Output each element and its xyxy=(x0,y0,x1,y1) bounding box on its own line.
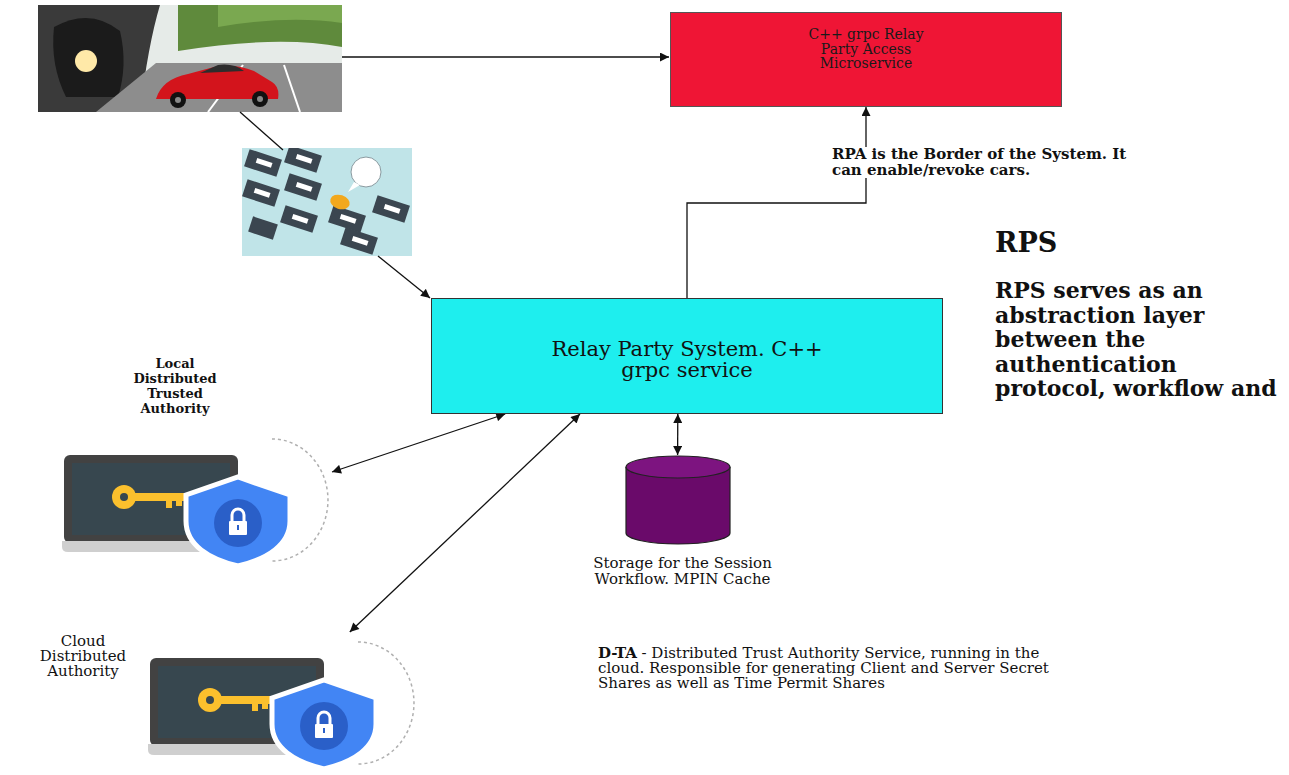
note-text: - Distributed Trust Authority Service, r… xyxy=(598,644,1049,692)
flow-arrow xyxy=(378,256,430,298)
section-heading: RPS xyxy=(995,228,1145,258)
connector-arrow xyxy=(350,414,580,632)
authority-node: Cloud Distributed Authority xyxy=(28,632,420,772)
description-text: RPS serves as an abstraction layer betwe… xyxy=(995,278,1283,401)
car-photo xyxy=(38,5,342,112)
node-text: Cloud Distributed Authority xyxy=(28,634,138,679)
node-text: Relay Party System. C++ grpc service xyxy=(547,339,827,381)
flow-arrow xyxy=(342,56,669,57)
node-text: C++ grpc Relay Party Access Microservice xyxy=(791,27,941,71)
connector-arrow xyxy=(332,414,505,472)
service-box: Relay Party System. C++ grpc service xyxy=(431,298,943,414)
icon-instance xyxy=(626,456,730,544)
storage-node: Storage for the Session Workflow. MPIN C… xyxy=(560,455,805,590)
microservice-box: C++ grpc Relay Party Access Microservice xyxy=(670,12,1062,107)
storage-cylinder xyxy=(625,455,731,545)
icon-instance xyxy=(148,642,414,769)
connector-arrow xyxy=(687,107,866,298)
note-block: D-TA- Distributed Trust Authority Servic… xyxy=(598,646,1058,691)
connector-arrow xyxy=(677,414,679,455)
node-text: Local Distributed Trusted Authority xyxy=(120,356,230,416)
laptop-key-icon xyxy=(62,435,332,569)
icon-instance xyxy=(62,439,328,566)
traffic-picture xyxy=(242,145,412,256)
flow-line xyxy=(240,112,283,150)
laptop-key-icon xyxy=(148,638,418,772)
edge-label: RPA is the Border of the System. It can … xyxy=(832,147,1132,178)
node-text: Storage for the Session Workflow. MPIN C… xyxy=(560,555,805,587)
authority-node: Local Distributed Trusted Authority xyxy=(62,356,332,568)
